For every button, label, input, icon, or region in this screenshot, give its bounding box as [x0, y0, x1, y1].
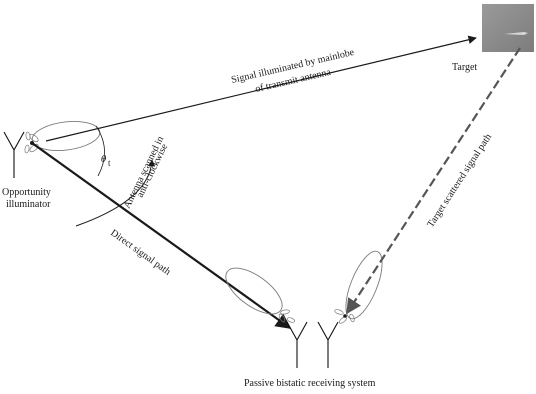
theta-subscript: t	[108, 158, 111, 168]
transmit-side-lobe	[29, 143, 39, 153]
illuminator-antenna: Opportunity illuminator	[2, 131, 51, 210]
receiving-system-label: Passive bistatic receiving system	[244, 378, 376, 389]
target-image	[482, 4, 534, 52]
scattered-path-label: Target scattered signal path	[425, 132, 494, 230]
scattered-signal-path: Target scattered signal path	[346, 47, 521, 315]
scattered-signal-arrow	[346, 47, 521, 315]
illuminator-label-line2: illuminator	[6, 199, 51, 210]
illuminator-antenna-icon	[3, 131, 25, 178]
illuminator-label-line1: Opportunity	[2, 187, 51, 198]
transmit-side-lobe	[29, 133, 39, 143]
surveillance-antenna-icon	[317, 321, 339, 368]
transmit-beam-pattern	[24, 121, 101, 154]
surveillance-beam-pattern	[334, 250, 383, 324]
surveillance-main-lobe	[345, 250, 383, 320]
direct-signal-path: Direct signal path	[31, 142, 292, 329]
surveillance-phase-center	[343, 314, 347, 318]
receiver-antennas: Passive bistatic receiving system	[244, 321, 376, 389]
reference-side-lobe	[280, 309, 290, 315]
surveillance-side-lobe	[334, 309, 344, 315]
mainlobe-signal-arrow	[45, 35, 477, 142]
reference-side-lobe	[278, 313, 286, 323]
reference-antenna-icon	[286, 321, 308, 368]
direct-signal-arrow	[31, 142, 292, 329]
scan-angle-arc	[95, 125, 105, 177]
reference-main-lobe	[225, 267, 283, 315]
surveillance-side-lobe	[338, 316, 348, 324]
target-aircraft-icon	[504, 32, 528, 35]
scan-direction-arrow	[75, 159, 156, 227]
mainlobe-signal-path: Signal illuminated by mainlobe of transm…	[45, 35, 477, 142]
scan-angle: θ t	[95, 125, 111, 177]
theta-symbol: θ	[101, 155, 107, 165]
scan-direction: Antenna scanned in anti-clockwise	[75, 135, 171, 227]
direct-path-label: Direct signal path	[108, 227, 172, 277]
transmit-side-lobe	[25, 131, 31, 141]
reference-beam-pattern	[225, 267, 296, 323]
reference-side-lobe	[286, 317, 296, 323]
target-label: Target	[452, 62, 477, 73]
target-block: Target	[452, 4, 534, 73]
transmit-side-lobe	[24, 144, 30, 154]
surveillance-side-lobe	[349, 313, 355, 323]
